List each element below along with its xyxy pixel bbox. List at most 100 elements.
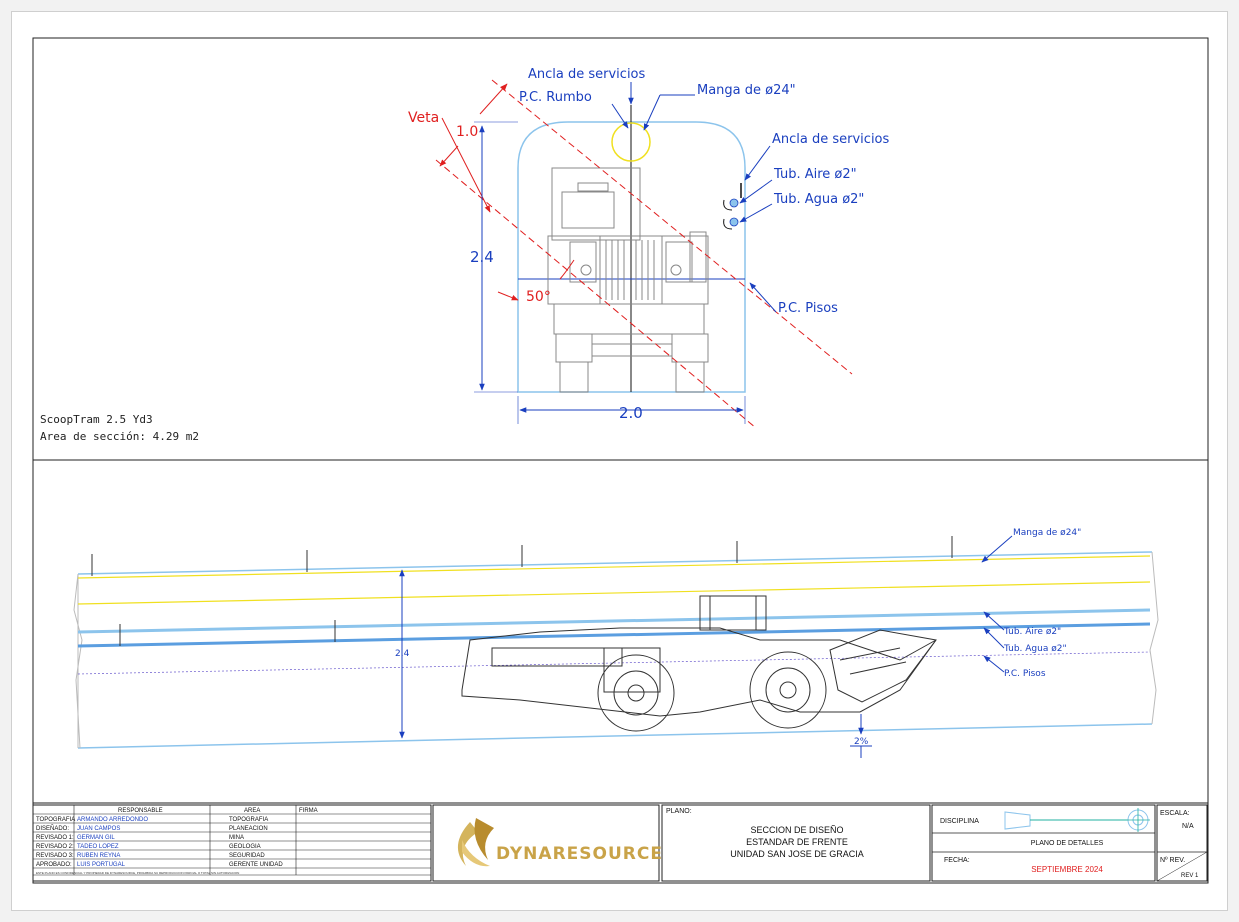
header-area: AREA <box>244 808 260 814</box>
drawing-sheet <box>11 11 1228 911</box>
pipe-hanger-1 <box>723 199 733 211</box>
profile-label-tub-aire: Tub. Aire ø2" <box>1003 627 1061 637</box>
note-area: Area de sección: 4.29 m2 <box>40 430 199 443</box>
veta-line-2 <box>435 159 757 429</box>
label-tub-aire: Tub. Aire ø2" <box>773 167 857 182</box>
plano-title-line-2: ESTANDAR DE FRENTE <box>746 837 848 847</box>
profile-height-label: 2.4 <box>395 649 410 659</box>
profile-view: 2.4 2% Manga de ø24" Tub. A <box>73 528 1159 758</box>
row-name: GERMAN GIL <box>77 835 115 841</box>
leader-ancla-right <box>744 145 771 181</box>
label-width: 2.0 <box>619 404 643 422</box>
note-equipment: ScoopTram 2.5 Yd3 <box>40 413 153 426</box>
label-pc-pisos: P.C. Pisos <box>778 301 838 316</box>
veta-dim-1 <box>479 83 508 115</box>
row-role: REVISADO 1: <box>36 835 74 841</box>
header-responsable: RESPONSABLE <box>118 808 163 814</box>
profile-right-wall <box>1149 551 1159 725</box>
row-area: PLANEACION <box>229 826 268 832</box>
header-firma: FIRMA <box>299 808 318 814</box>
label-veta-thickness: 1.0 <box>456 124 478 140</box>
leader-manga-2 <box>643 94 661 131</box>
profile-label-tub-agua: Tub. Agua ø2" <box>1003 644 1067 654</box>
leader-pisos <box>749 282 777 313</box>
row-role: DISEÑADO: <box>36 825 69 832</box>
leader-agua <box>739 203 773 223</box>
angle-arc <box>559 259 575 280</box>
label-tub-agua: Tub. Agua ø2" <box>773 192 864 207</box>
profile-tub-agua <box>77 622 1151 648</box>
escala-value: N/A <box>1182 823 1194 830</box>
manga-circle <box>611 122 651 162</box>
profile-label-manga: Manga de ø24" <box>1013 528 1081 538</box>
pipe-hanger-2 <box>723 218 733 230</box>
label-veta: Veta <box>408 110 439 126</box>
row-area: TOPOGRAFIA <box>229 817 268 823</box>
row-role: TOPOGRAFIA <box>36 817 75 823</box>
responsables-grid <box>33 805 431 876</box>
label-pc-rumbo: P.C. Rumbo <box>519 90 592 105</box>
row-name: TADEO LOPEZ <box>77 844 119 850</box>
title-block: RESPONSABLE AREA FIRMA TOPOGRAFIA ARMAND… <box>32 804 1208 882</box>
responsables-table <box>32 804 432 882</box>
veta-line-1 <box>491 79 853 375</box>
rev-value: REV 1 <box>1181 873 1199 879</box>
profile-floor <box>77 723 1153 749</box>
plano-label: PLANO: <box>666 808 692 815</box>
pipe-aire <box>729 198 739 208</box>
leader-aire <box>739 179 773 204</box>
section-view: Ancla de servicios P.C. Rumbo Manga de ø… <box>40 67 890 443</box>
profile-left-face <box>73 573 83 749</box>
row-name: LUIS PORTUGAL <box>77 862 126 868</box>
disciplina-label: DISCIPLINA <box>940 818 979 825</box>
plano-title-line-1: SECCION DE DISEÑO <box>750 825 843 835</box>
leader-profile-manga <box>981 535 1013 563</box>
profile-tub-aire <box>77 608 1151 634</box>
fecha-label: FECHA: <box>944 857 970 864</box>
escala-label: ESCALA: <box>1160 810 1190 817</box>
escala-box <box>1156 804 1208 882</box>
plano-title-line-3: UNIDAD SAN JOSE DE GRACIA <box>730 849 864 859</box>
profile-pisos-line <box>77 651 1151 675</box>
scooptram-side-view <box>461 595 937 732</box>
company-logo-text: DYNARESOURCE <box>496 844 663 864</box>
scooptram-front-view <box>547 167 709 393</box>
row-area: MINA <box>229 835 244 841</box>
row-name: ARMANDO ARREDONDO <box>77 817 148 823</box>
leader-profile-agua <box>983 627 1005 649</box>
fecha-value: SEPTIEMBRE 2024 <box>1031 865 1103 874</box>
label-ancla-top: Ancla de servicios <box>528 67 646 82</box>
leader-profile-pisos <box>983 655 1005 673</box>
projection-symbol-icon <box>1004 808 1150 832</box>
profile-label-pc-pisos: P.C. Pisos <box>1004 669 1046 679</box>
rev-diagonal <box>1156 851 1208 882</box>
disciplina-value: PLANO DE DETALLES <box>1031 840 1104 847</box>
row-role: REVISADO 2: <box>36 844 74 850</box>
plano-box <box>661 804 931 882</box>
pipe-agua <box>729 217 739 227</box>
disclaimer: ESTE PLANO ES CONFIDENCIAL Y PROPIEDAD D… <box>36 871 239 875</box>
tunnel-outline <box>517 121 746 393</box>
angle-leader <box>497 291 519 301</box>
grade-label: 2% <box>854 737 869 747</box>
disciplina-box <box>931 804 1156 882</box>
profile-roof <box>77 551 1153 575</box>
label-manga: Manga de ø24" <box>697 83 796 98</box>
row-role: REVISADO 3: <box>36 853 74 859</box>
leader-profile-aire <box>983 611 1005 631</box>
row-area: GERENTE UNIDAD <box>229 862 283 868</box>
label-height: 2.4 <box>470 248 494 266</box>
row-area: GEOLOGIA <box>229 844 261 850</box>
row-area: SEGURIDAD <box>229 853 265 859</box>
label-ancla-right: Ancla de servicios <box>772 132 890 147</box>
profile-manga-top <box>77 555 1151 579</box>
label-angle: 50° <box>526 289 551 305</box>
profile-manga-bottom <box>77 581 1151 605</box>
row-name: RUBEN REYNA <box>77 853 120 859</box>
logo-box <box>432 804 660 882</box>
rev-label: Nº REV. <box>1160 857 1185 864</box>
veta-dim-2 <box>439 145 459 167</box>
leader-pc-rumbo <box>611 103 629 129</box>
company-logo-icon <box>457 818 494 867</box>
